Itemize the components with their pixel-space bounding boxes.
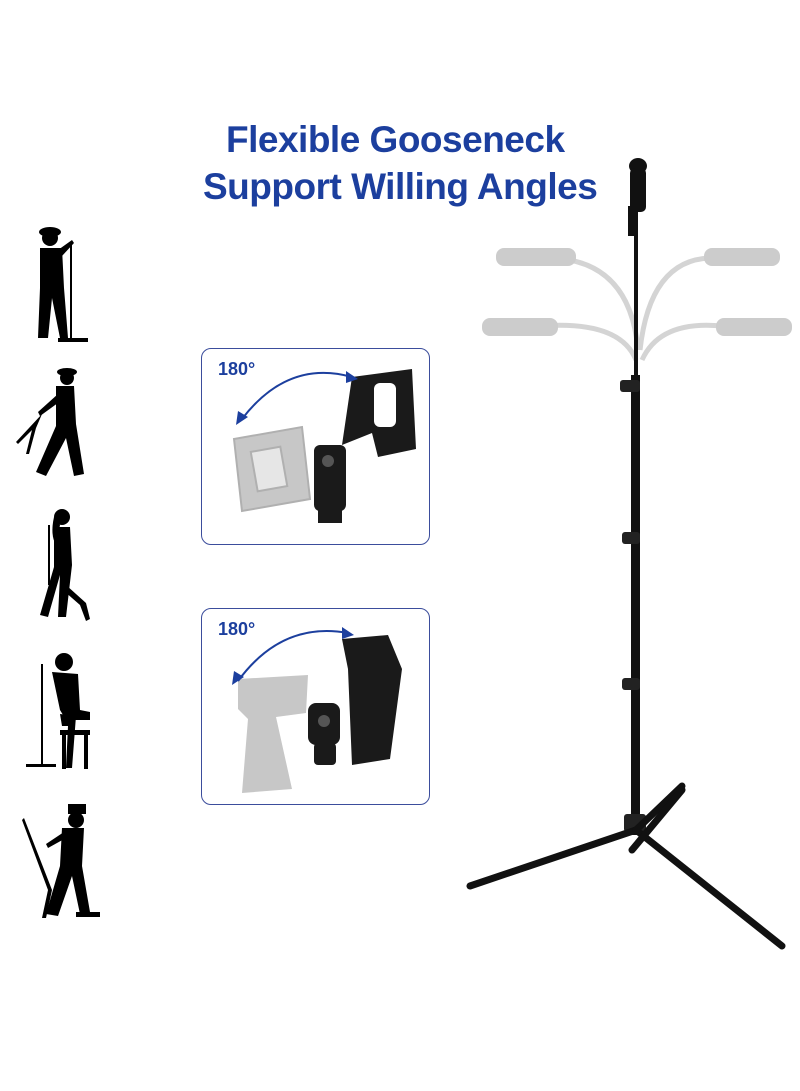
angle-label: 180° (218, 619, 256, 639)
clip-rotation-panel-2: 180° (201, 608, 430, 805)
singer-silhouette-icon (16, 368, 84, 476)
singer-silhouette-icon (38, 227, 88, 342)
angle-label: 180° (218, 359, 256, 379)
mic-clip-icon (232, 369, 416, 523)
mic-clip-icon (232, 627, 402, 793)
headline-line-2: Support Willing Angles (203, 166, 598, 207)
headline-line-1: Flexible Gooseneck (226, 119, 565, 160)
mic-stand-icon (466, 158, 792, 950)
singer-silhouette-icon (40, 509, 90, 621)
singer-silhouette-icon (22, 804, 100, 918)
singer-silhouette-icon (26, 653, 90, 769)
clip-rotation-panel-1: 180° (201, 348, 430, 545)
